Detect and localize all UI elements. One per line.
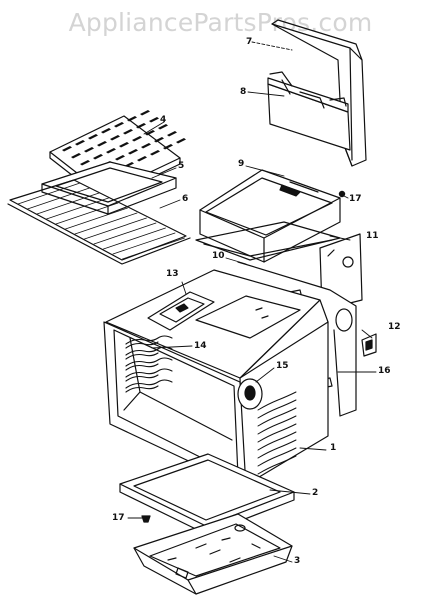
part-3-lower-tray — [133, 513, 293, 595]
part-15-light-socket — [237, 378, 263, 410]
part-8-vent-panel — [267, 71, 351, 151]
callout-11: 11 — [366, 231, 379, 241]
callout-15: 15 — [276, 361, 289, 371]
callout-13: 13 — [166, 269, 179, 279]
callout-9: 9 — [238, 159, 245, 169]
callout-10: 10 — [212, 251, 225, 261]
callout-3: 3 — [294, 556, 301, 566]
part-17-screw-lower — [141, 515, 151, 523]
part-1-oven-cavity — [103, 269, 329, 489]
callout-1: 1 — [330, 443, 337, 453]
callout-7: 7 — [246, 37, 253, 47]
callout-5: 5 — [178, 161, 185, 171]
leader-lines — [127, 41, 377, 563]
callout-17-lower: 17 — [112, 513, 125, 523]
callout-8: 8 — [240, 87, 247, 97]
part-12-clip — [361, 333, 377, 357]
part-9-cooktop — [199, 169, 341, 263]
callout-14: 14 — [194, 341, 207, 351]
callout-16: 16 — [378, 366, 391, 376]
callout-4: 4 — [160, 115, 167, 125]
callout-6: 6 — [182, 194, 189, 204]
callout-2: 2 — [312, 488, 319, 498]
callout-17-upper: 17 — [349, 194, 362, 204]
callout-12: 12 — [388, 322, 401, 332]
part-6-oven-rack — [7, 179, 191, 265]
